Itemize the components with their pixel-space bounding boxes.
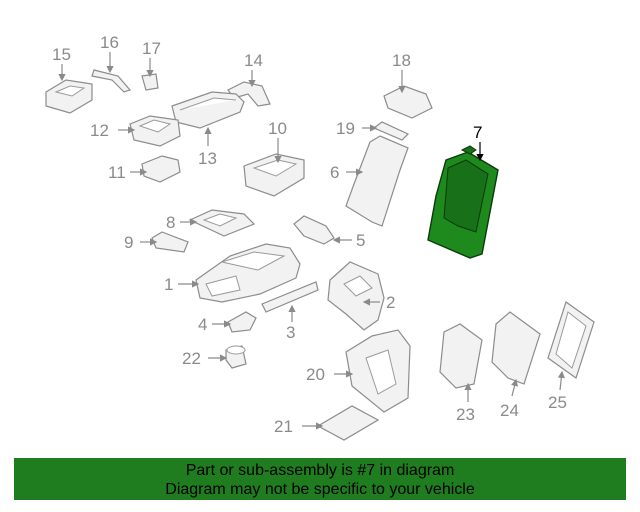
part-25-frame[interactable] bbox=[547, 301, 595, 379]
parts-diagram: 1 2 3 4 5 6 7 8 9 10 11 12 13 14 15 16 1… bbox=[45, 33, 595, 441]
callout-17: 17 bbox=[142, 39, 161, 58]
part-8-bracket[interactable] bbox=[188, 209, 256, 237]
callout-15: 15 bbox=[52, 45, 71, 64]
callout-25: 25 bbox=[548, 393, 567, 412]
part-12-insert[interactable] bbox=[129, 115, 181, 147]
part-9-trim[interactable] bbox=[151, 231, 189, 253]
callout-23: 23 bbox=[456, 405, 475, 424]
part-4-cap[interactable] bbox=[227, 311, 257, 333]
part-11-tray[interactable] bbox=[141, 155, 181, 183]
info-banner: Part or sub-assembly is #7 in diagram Di… bbox=[14, 458, 626, 500]
callout-13: 13 bbox=[198, 149, 217, 168]
callout-18: 18 bbox=[392, 51, 411, 70]
callout-12: 12 bbox=[90, 121, 109, 140]
part-24-pad[interactable] bbox=[491, 311, 541, 385]
part-1-console[interactable] bbox=[195, 243, 301, 303]
banner-line-disclaimer: Diagram may not be specific to your vehi… bbox=[165, 481, 475, 498]
callout-24: 24 bbox=[500, 401, 519, 420]
part-18-pad[interactable] bbox=[383, 85, 433, 119]
callout-22: 22 bbox=[182, 349, 201, 368]
callout-16: 16 bbox=[100, 33, 119, 52]
callout-19: 19 bbox=[336, 119, 355, 138]
part-15-lid[interactable] bbox=[45, 79, 93, 114]
callout-10: 10 bbox=[268, 119, 287, 138]
callout-11: 11 bbox=[108, 163, 126, 182]
callout-14: 14 bbox=[244, 51, 263, 70]
callout-2: 2 bbox=[386, 293, 395, 312]
callout-21: 21 bbox=[274, 417, 293, 436]
part-5-bracket[interactable] bbox=[293, 215, 335, 245]
banner-line-part: Part or sub-assembly is #7 in diagram bbox=[185, 462, 455, 479]
callout-1: 1 bbox=[164, 275, 173, 294]
part-22-cup[interactable] bbox=[225, 345, 247, 369]
part-21-plate[interactable] bbox=[316, 405, 380, 441]
part-17-clip[interactable] bbox=[141, 73, 159, 91]
callout-20: 20 bbox=[306, 365, 325, 384]
callout-6: 6 bbox=[330, 163, 339, 182]
part-19-strip[interactable] bbox=[372, 121, 410, 141]
part-7-seatback-highlighted[interactable] bbox=[427, 145, 499, 259]
callout-4: 4 bbox=[198, 315, 207, 334]
callout-9: 9 bbox=[124, 233, 133, 252]
callout-5: 5 bbox=[356, 231, 365, 250]
part-13-armrest[interactable] bbox=[171, 91, 245, 129]
part-23-pad[interactable] bbox=[439, 323, 483, 389]
part-10-bin[interactable] bbox=[243, 153, 305, 197]
callout-3: 3 bbox=[286, 323, 295, 342]
part-16-strip[interactable] bbox=[91, 69, 132, 93]
part-2-panel[interactable] bbox=[327, 261, 385, 331]
callout-8: 8 bbox=[166, 213, 175, 232]
part-6-panel[interactable] bbox=[345, 135, 409, 227]
part-20-rear-console[interactable] bbox=[345, 329, 411, 413]
part-3-strip[interactable] bbox=[261, 281, 319, 313]
callout-7-highlighted: 7 bbox=[473, 123, 482, 142]
